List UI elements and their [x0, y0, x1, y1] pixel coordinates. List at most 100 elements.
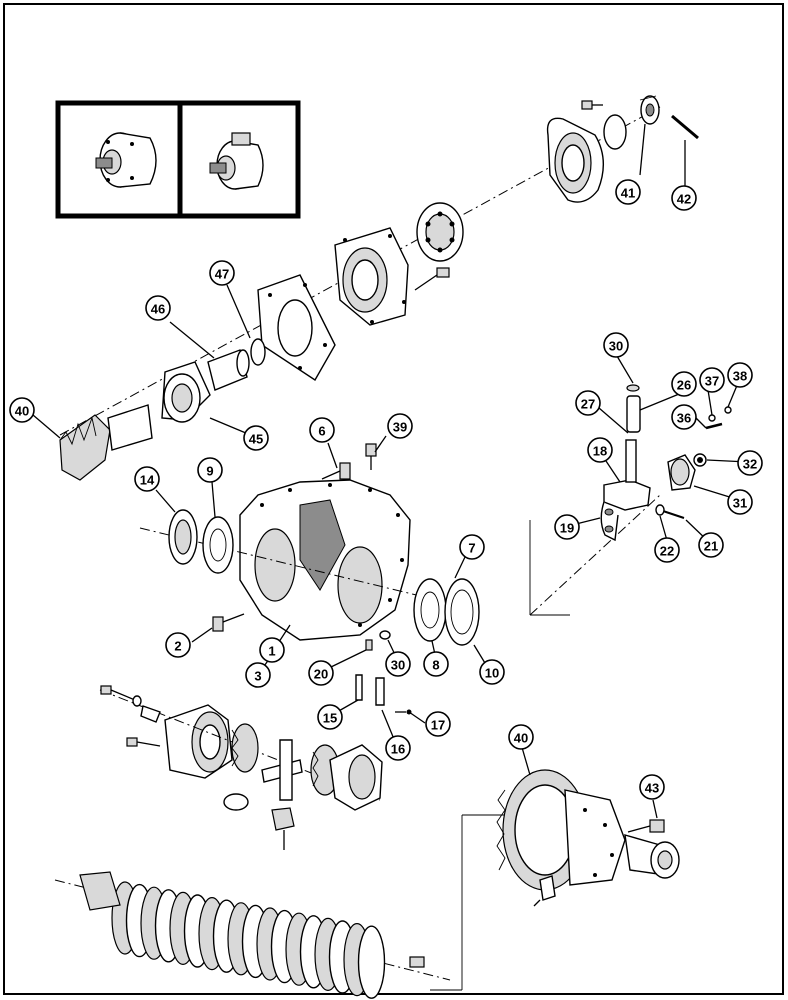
callout-47: 47 [209, 260, 235, 286]
callout-circle [508, 724, 534, 750]
lock-15 [355, 674, 363, 701]
callout-26: 26 [671, 371, 697, 397]
callout-circle [639, 774, 665, 800]
callout-label: 40 [15, 404, 29, 419]
callout-circle [425, 711, 451, 737]
callout-circle [385, 651, 411, 677]
callout-label: 8 [432, 658, 439, 673]
callout-label: 36 [677, 411, 691, 426]
callout-label: 30 [609, 339, 623, 354]
callout-38: 38 [727, 362, 753, 388]
callout-circle [387, 413, 413, 439]
callout-circle [727, 362, 753, 388]
seal [603, 114, 627, 150]
callout-label: 38 [733, 369, 747, 384]
callout-label: 40 [514, 731, 528, 746]
callout-label: 42 [677, 192, 691, 207]
callout-circle [727, 489, 753, 515]
bolt-43 [627, 819, 665, 833]
shim-gasket [257, 274, 336, 381]
callout-label: 41 [621, 186, 635, 201]
bearing-cone-8 [413, 578, 447, 642]
callout-36: 36 [671, 404, 697, 430]
nut-37 [708, 414, 716, 422]
callout-30: 30 [603, 332, 629, 358]
callout-label: 27 [581, 397, 595, 412]
callout-circle [615, 179, 641, 205]
callout-label: 18 [593, 444, 607, 459]
callout-39: 39 [387, 413, 413, 439]
bearing-cone-9 [202, 516, 234, 574]
callout-label: 6 [318, 424, 325, 439]
callout-label: 26 [677, 378, 691, 393]
case-bolt-lower [126, 737, 161, 747]
callout-circle [654, 537, 680, 563]
pin-20 [365, 639, 373, 651]
callout-circle [134, 466, 160, 492]
case-bolt-upper [100, 685, 161, 723]
callout-label: 19 [560, 521, 574, 536]
adjuster-10 [444, 578, 480, 646]
callout-circle [671, 404, 697, 430]
inset-collar-view [209, 132, 264, 190]
callout-21: 21 [698, 532, 724, 558]
callout-circle [698, 532, 724, 558]
differential-case [164, 704, 233, 779]
callout-43: 43 [639, 774, 665, 800]
screw-36 [705, 422, 723, 430]
callout-19: 19 [554, 514, 580, 540]
callout-circle [479, 659, 505, 685]
callout-label: 22 [660, 544, 674, 559]
callout-10: 10 [479, 659, 505, 685]
callout-label: 21 [704, 539, 718, 554]
callout-40: 40 [508, 724, 534, 750]
pin-42 [671, 114, 699, 140]
plug-30-top [626, 384, 640, 392]
callout-label: 16 [391, 742, 405, 757]
callout-label: 3 [254, 669, 261, 684]
side-gear [231, 723, 259, 773]
callout-label: 10 [485, 666, 499, 681]
callout-label: 1 [268, 644, 275, 659]
callout-circle [309, 417, 335, 443]
callout-30: 30 [385, 651, 411, 677]
callout-label: 46 [151, 302, 165, 317]
callout-circle [575, 390, 601, 416]
spider [261, 739, 303, 801]
plunger-26 [626, 395, 641, 433]
plug-39 [365, 443, 377, 470]
callout-20: 20 [308, 660, 334, 686]
clutch-disc [357, 925, 386, 999]
callout-2: 2 [165, 632, 191, 658]
callout-circle [308, 660, 334, 686]
callout-9: 9 [197, 457, 223, 483]
callout-label: 17 [431, 718, 445, 733]
bearing-cap [546, 117, 604, 203]
callout-circle [385, 735, 411, 761]
callout-6: 6 [309, 417, 335, 443]
callout-circle [259, 637, 285, 663]
callout-22: 22 [654, 537, 680, 563]
callout-circle [554, 514, 580, 540]
differential-carrier [239, 479, 411, 641]
pinion-bearing-upper [416, 202, 464, 262]
inset-flange-view [95, 132, 157, 188]
callout-3: 3 [245, 662, 271, 688]
callout-circle [9, 397, 35, 423]
callout-circle [197, 457, 223, 483]
cap-30 [379, 630, 391, 640]
callout-circle [317, 704, 343, 730]
callout-8: 8 [423, 651, 449, 677]
shift-fork-18 [600, 439, 651, 542]
callout-41: 41 [615, 179, 641, 205]
callout-7: 7 [459, 534, 485, 560]
callout-label: 39 [393, 420, 407, 435]
callout-46: 46 [145, 295, 171, 321]
callout-42: 42 [671, 185, 697, 211]
callout-1: 1 [259, 637, 285, 663]
callout-circle [603, 332, 629, 358]
bearing-cage [334, 227, 409, 326]
callout-label: 7 [468, 541, 475, 556]
nut-22 [655, 504, 665, 516]
